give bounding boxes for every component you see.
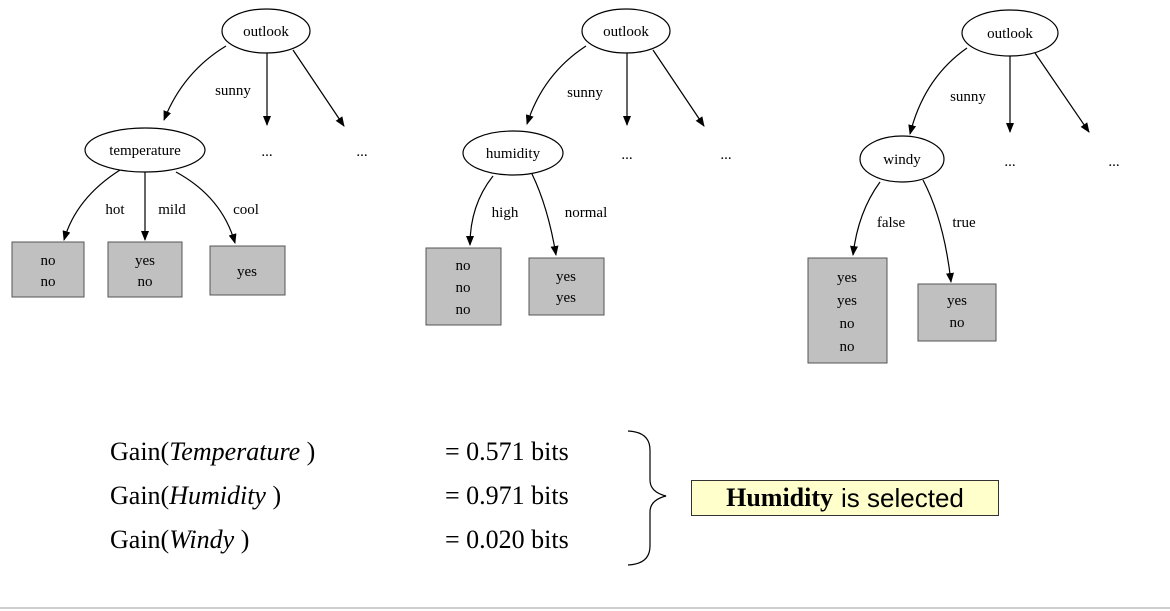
edge-normal bbox=[531, 173, 559, 256]
edge-label-false: false bbox=[877, 215, 906, 231]
gain-attribute: Humidity bbox=[169, 481, 266, 510]
selected-attribute: Humidity bbox=[726, 483, 834, 512]
gain-label: Gain(Humidity ) bbox=[110, 481, 282, 510]
ellipsis: ... bbox=[356, 144, 367, 160]
edge-label-hot: hot bbox=[105, 202, 125, 218]
leaf-value: yes bbox=[837, 293, 857, 309]
gain-value: = 0.971 bits bbox=[445, 481, 569, 510]
ellipsis: ... bbox=[261, 144, 272, 160]
ellipsis: ... bbox=[1004, 154, 1015, 170]
decision-tree-diagram: sunny ... ... outlook hot mild cool temp… bbox=[11, 8, 1120, 364]
root-node-label: outlook bbox=[987, 26, 1033, 42]
gain-value: = 0.020 bits bbox=[445, 525, 569, 554]
edge-label-true: true bbox=[952, 215, 976, 231]
root-node bbox=[221, 8, 311, 54]
edge-label-high: high bbox=[492, 205, 519, 221]
edge-label-mild: mild bbox=[158, 202, 186, 218]
edge-rainy bbox=[652, 49, 705, 127]
edge-label-sunny: sunny bbox=[567, 85, 603, 101]
edge-high bbox=[466, 175, 494, 246]
gain-value: = 0.571 bits bbox=[445, 437, 569, 466]
leaf-value: no bbox=[456, 302, 471, 318]
root-node bbox=[581, 8, 671, 54]
leaf-value: no bbox=[456, 280, 471, 296]
gain-attribute: Windy bbox=[169, 525, 235, 554]
leaf-box bbox=[107, 241, 183, 298]
ellipsis: ... bbox=[621, 147, 632, 163]
edge-false bbox=[850, 181, 881, 256]
leaf-value: yes bbox=[556, 269, 576, 285]
split-node-windy bbox=[859, 135, 945, 183]
ellipsis: ... bbox=[720, 147, 731, 163]
selected-text: is selected bbox=[841, 482, 964, 513]
leaf-value: yes bbox=[837, 270, 857, 286]
edge-cool bbox=[175, 171, 237, 244]
edge-sunny bbox=[908, 47, 968, 135]
split-node-temperature bbox=[84, 127, 206, 173]
leaf-box bbox=[528, 257, 605, 316]
edge-label-normal: normal bbox=[565, 205, 608, 221]
tree-humidity: sunny ... ... outlook high normal humidi… bbox=[425, 8, 732, 326]
leaf-box bbox=[425, 247, 502, 326]
edge-label-sunny: sunny bbox=[950, 89, 986, 105]
gain-label: Gain(Temperature ) bbox=[110, 437, 316, 466]
leaf-box bbox=[807, 257, 888, 364]
root-node bbox=[961, 9, 1059, 57]
edge-rainy bbox=[1034, 52, 1090, 133]
edge-label-cool: cool bbox=[233, 202, 259, 218]
edge-rainy bbox=[292, 49, 345, 127]
edge-true bbox=[922, 179, 954, 283]
leaf-value: yes bbox=[135, 253, 155, 269]
root-node-label: outlook bbox=[243, 24, 289, 40]
split-node-label: humidity bbox=[486, 146, 541, 162]
leaf-value: no bbox=[138, 274, 153, 290]
leaf-value: no bbox=[41, 274, 56, 290]
split-node-label: windy bbox=[883, 152, 921, 168]
ellipsis: ... bbox=[1108, 154, 1119, 170]
edge-hot bbox=[62, 169, 121, 241]
edge-sunny bbox=[525, 45, 587, 125]
leaf-value: no bbox=[456, 258, 471, 274]
gain-label: Gain(Windy ) bbox=[110, 525, 250, 554]
edge-sunny bbox=[163, 45, 227, 121]
root-node-label: outlook bbox=[603, 24, 649, 40]
right-brace bbox=[628, 430, 667, 566]
leaf-value: no bbox=[840, 316, 855, 332]
leaf-value: yes bbox=[556, 290, 576, 306]
leaf-value: no bbox=[840, 339, 855, 355]
leaf-value: yes bbox=[237, 264, 257, 280]
split-node-label: temperature bbox=[109, 143, 181, 159]
tree-windy: sunny ... ... outlook false true windy y… bbox=[807, 9, 1120, 364]
gain-attribute: Temperature bbox=[169, 437, 301, 466]
split-node-humidity bbox=[462, 130, 564, 176]
tree-temperature: sunny ... ... outlook hot mild cool temp… bbox=[11, 8, 368, 298]
leaf-value: no bbox=[950, 315, 965, 331]
leaf-box bbox=[209, 245, 286, 296]
selected-attribute-box: Humidity is selected bbox=[691, 480, 999, 516]
edge-label-sunny: sunny bbox=[215, 83, 251, 99]
leaf-box bbox=[917, 283, 997, 342]
leaf-value: no bbox=[41, 253, 56, 269]
leaf-value: yes bbox=[947, 293, 967, 309]
bottom-divider bbox=[0, 607, 1170, 609]
leaf-box bbox=[11, 241, 85, 298]
